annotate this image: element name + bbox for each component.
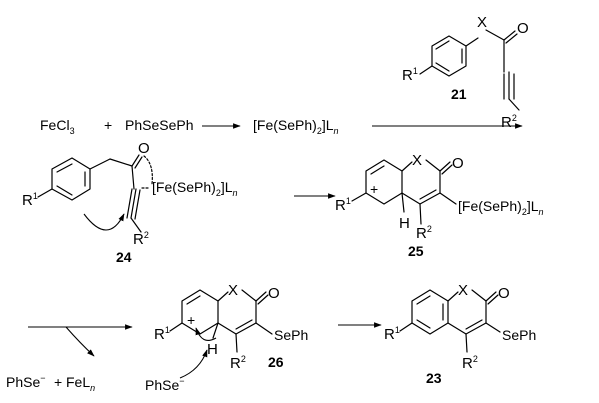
compound-21: X O R1 21 R2 xyxy=(402,14,529,131)
side-products: PhSe− + FeLn xyxy=(6,373,95,393)
label-O-24: O xyxy=(138,140,150,157)
label-R2-24: R2 xyxy=(133,230,149,248)
label-plus-25: + xyxy=(370,181,378,197)
label-H-26: H xyxy=(207,341,218,358)
curved-arrow-phse xyxy=(179,349,208,379)
label-SePh-26: SePh xyxy=(274,327,308,343)
reagent-diphenyl-diselenide: PhSeSePh xyxy=(125,117,194,133)
reagents-row: FeCl3 + PhSeSePh [Fe(SePh)2]Ln xyxy=(40,117,523,136)
iron-complex-25: [Fe(SePh)2]Ln xyxy=(458,198,544,217)
label-R2-26: R2 xyxy=(230,354,246,372)
label-X-21: X xyxy=(477,14,487,31)
label-X-26: X xyxy=(228,282,238,299)
label-O-26: O xyxy=(268,285,280,302)
label-R1-25: R1 xyxy=(335,196,351,214)
iron-complex-24: [Fe(SePh)2]Ln xyxy=(152,179,238,198)
label-plus-26: + xyxy=(187,312,195,328)
label-H-25: H xyxy=(399,215,410,232)
label-R2-23: R2 xyxy=(462,354,478,372)
label-R2-25: R2 xyxy=(416,224,432,242)
reagent-fecl3: FeCl3 xyxy=(40,117,75,136)
compound-number-24: 24 xyxy=(116,249,132,265)
iron-complex: [Fe(SePh)2]Ln xyxy=(253,117,339,136)
label-R1-21: R1 xyxy=(402,66,418,84)
label-R1-23: R1 xyxy=(384,325,400,343)
label-X-23: X xyxy=(458,282,468,299)
plus-sign-2: + xyxy=(54,374,62,390)
plus-sign: + xyxy=(104,117,112,133)
compound-23: X O R1 SePh R2 23 xyxy=(384,282,536,386)
label-R1-26: R1 xyxy=(154,325,170,343)
elimination-curved-arrow xyxy=(65,326,95,357)
compound-24: O [Fe(SePh)2]Ln R1 R2 24 xyxy=(22,140,238,265)
curved-arrow-24 xyxy=(83,213,125,231)
compound-number-21: 21 xyxy=(451,86,467,102)
label-O-23: O xyxy=(498,285,510,302)
phse-nucleophile: PhSe− xyxy=(145,376,185,393)
label-SePh-23: SePh xyxy=(502,327,536,343)
label-R2-21: R2 xyxy=(501,113,517,131)
compound-25: X O + R1 H R2 [Fe(SePh)2]Ln 25 xyxy=(335,152,544,259)
compound-26: X O + R1 H R2 SePh 26 PhSe− xyxy=(145,282,308,393)
phse-anion: PhSe− xyxy=(6,373,46,390)
fe-ligand: FeLn xyxy=(66,374,95,393)
curved-arrow-26 xyxy=(195,327,217,341)
compound-number-26: 26 xyxy=(268,354,284,370)
label-O-21: O xyxy=(517,20,529,37)
compound-number-23: 23 xyxy=(426,370,442,386)
label-O-25: O xyxy=(452,155,464,172)
compound-number-25: 25 xyxy=(408,243,424,259)
label-R1-24: R1 xyxy=(22,191,38,209)
label-X-25: X xyxy=(412,152,422,169)
